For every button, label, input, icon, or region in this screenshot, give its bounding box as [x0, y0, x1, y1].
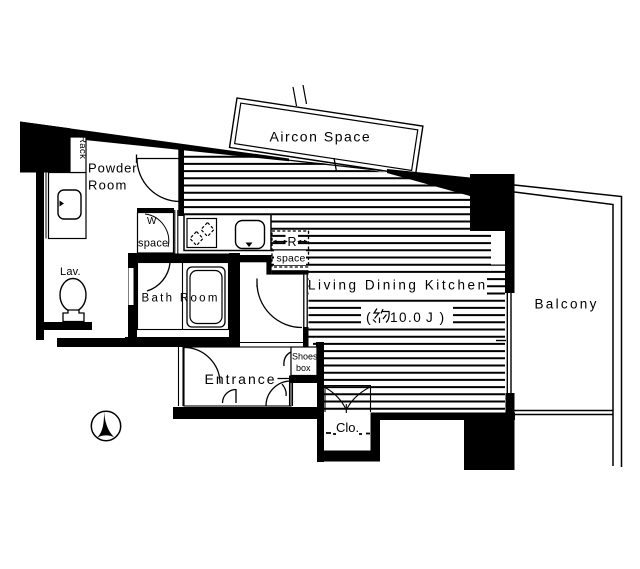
svg-text:W: W [147, 216, 157, 227]
svg-text:Lav.: Lav. [60, 266, 81, 278]
svg-text:Bath Room: Bath Room [142, 293, 220, 305]
svg-text:space: space [138, 238, 168, 250]
svg-text:(: ( [366, 309, 371, 325]
svg-text:Powder: Powder [88, 161, 137, 176]
svg-text:Room: Room [88, 178, 127, 193]
svg-text:space: space [277, 253, 306, 265]
svg-text:Aircon Space: Aircon Space [270, 128, 372, 144]
svg-text:Balcony: Balcony [535, 297, 599, 312]
svg-text:10.0: 10.0 [390, 310, 422, 325]
svg-text:Clo.: Clo. [336, 420, 359, 435]
svg-text:J: J [426, 310, 433, 325]
svg-text:box: box [296, 363, 311, 373]
svg-text:Rack: Rack [77, 136, 88, 159]
svg-text:Entrance: Entrance [205, 371, 277, 387]
svg-text:): ) [440, 309, 445, 325]
svg-text:Shoes: Shoes [292, 352, 318, 362]
svg-text:Living Dining Kitchen: Living Dining Kitchen [308, 278, 488, 293]
svg-text:R: R [288, 235, 297, 249]
